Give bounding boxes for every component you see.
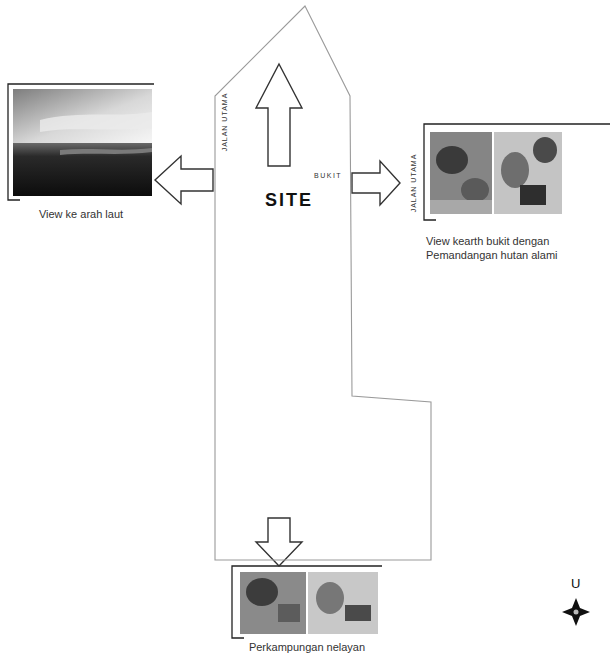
photo-caption: Perkampungan nelayan: [232, 640, 382, 654]
compass-star: [562, 598, 590, 626]
photo-caption: View ke arah laut: [8, 207, 154, 221]
photo-caption: View kearth bukit dengan Pemandangan hut…: [426, 234, 576, 262]
village-photo: [240, 572, 306, 634]
view-arrow: [256, 518, 302, 566]
label-slot: JALAN UTAMA: [410, 154, 417, 213]
forest-photo: [494, 132, 562, 214]
label-slot: JALAN UTAMA: [221, 93, 228, 152]
tree-shade: [436, 146, 468, 174]
label-slot: BUKIT: [314, 172, 342, 179]
site-boundary: [215, 6, 431, 560]
ground-shade: [430, 200, 492, 214]
photo-bracket: [8, 84, 154, 200]
compass-center: [574, 610, 579, 615]
tree-shade: [461, 178, 489, 202]
road-label: JALAN UTAMA: [410, 154, 417, 213]
area-label: BUKIT: [314, 172, 342, 179]
site-title: SITE: [265, 190, 313, 211]
house-shade: [278, 604, 300, 622]
view-arrow: [352, 161, 400, 205]
tree-shade: [316, 582, 344, 614]
view-photo: Perkampungan nelayan: [232, 566, 382, 638]
label-slot: U: [571, 576, 580, 591]
hut-shade: [520, 185, 546, 205]
site-outline: [213, 4, 435, 564]
tree-shade: [533, 137, 557, 163]
north-label: U: [571, 576, 580, 591]
sea-photo: [13, 143, 152, 196]
sea-streak: [60, 148, 152, 155]
photo-bracket: [424, 124, 610, 220]
tree-shade: [501, 152, 529, 188]
photo-bracket: [232, 566, 382, 638]
sky-photo: [13, 89, 152, 143]
view-arrow: [155, 156, 213, 204]
road-label: JALAN UTAMA: [221, 93, 228, 152]
forest-photo: [430, 132, 492, 214]
sky-streak: [40, 112, 152, 132]
house-shade: [345, 605, 371, 621]
village-photo: [308, 572, 378, 634]
tree-shade: [246, 578, 278, 606]
view-photo: View ke arah laut: [8, 84, 154, 200]
site-area: SITE: [213, 4, 435, 564]
view-photo: View kearth bukit dengan Pemandangan hut…: [424, 124, 610, 220]
north-view-arrow: [256, 64, 302, 166]
